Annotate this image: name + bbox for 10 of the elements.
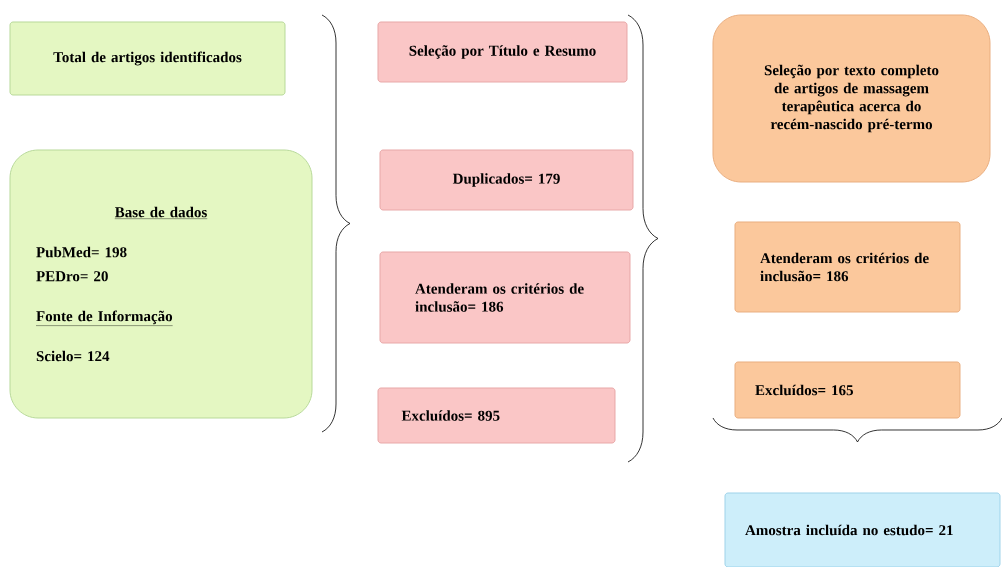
screening-box: Excluídos= 895 [377,387,616,444]
result-box: Amostra incluída no estudo= 21 [724,492,1001,567]
screening-box: Seleção por Título e Resumo [377,21,628,83]
selection-box: Atenderam os critérios de inclusão= 186 [734,221,961,313]
selection-box: Excluídos= 165 [734,361,961,419]
source-box: Base de dados PubMed= 198 PEDro= 20 Fonte de Informação Scielo= 124 [9,149,313,419]
screening-box: Duplicados= 179 [379,149,634,211]
screening-box: Atenderam os critérios de inclusão= 186 [379,251,631,344]
selection-box: Seleção por texto completo de artigos de massagem terapêutica acerca do recém-nascido pré-termo [712,14,991,183]
source-box: Total de artigos identificados [9,21,286,96]
